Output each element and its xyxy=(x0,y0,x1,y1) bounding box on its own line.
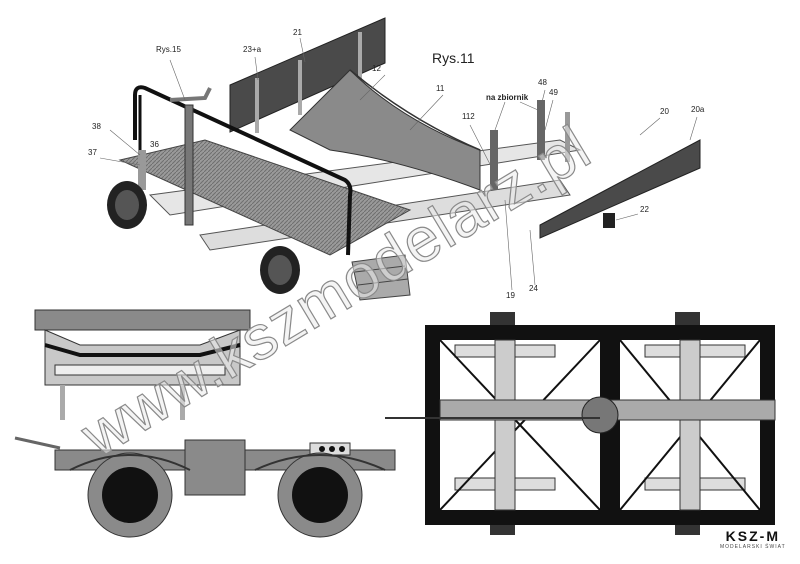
label-22: 22 xyxy=(640,205,649,214)
end-wall-panel xyxy=(539,139,701,239)
figure-title: Rys.11 xyxy=(432,50,475,66)
bogie-top-view xyxy=(34,309,251,420)
logo-subtitle: MODELARSKI ŚWIAT xyxy=(720,544,786,550)
iso-assembly xyxy=(99,17,701,301)
wall-post xyxy=(298,60,302,115)
tank-cradle xyxy=(289,69,481,191)
label-12: 12 xyxy=(372,64,381,73)
brake-column xyxy=(184,104,194,226)
label-48: 48 xyxy=(538,78,547,87)
label-112: 112 xyxy=(462,112,475,121)
wall-post xyxy=(358,32,362,82)
side-wall-panel xyxy=(229,17,386,133)
label-24: 24 xyxy=(529,284,538,293)
label-20a: 20a xyxy=(691,105,705,114)
tank-strap xyxy=(490,130,498,190)
brake-wheel xyxy=(169,87,212,102)
logo-name: KSZ-M xyxy=(725,528,780,544)
wall-post xyxy=(255,78,259,133)
ksz-logo: KSZ-M MODELARSKI ŚWIAT xyxy=(720,528,786,550)
leader-lines xyxy=(99,37,698,291)
label-11: 11 xyxy=(436,84,445,93)
label-20: 20 xyxy=(660,107,669,116)
bogie-plan-view xyxy=(385,312,776,535)
post xyxy=(565,112,570,162)
label-36: 36 xyxy=(150,140,159,149)
part-22 xyxy=(603,213,615,228)
tank-strap xyxy=(537,100,545,160)
label-38: 38 xyxy=(92,122,101,131)
label-49: 49 xyxy=(549,88,558,97)
handrail xyxy=(133,85,353,256)
step-ladder xyxy=(351,254,411,301)
label-37: 37 xyxy=(88,148,97,157)
post-36 xyxy=(138,150,146,190)
label-21: 21 xyxy=(293,28,302,37)
label-19: 19 xyxy=(506,291,515,300)
label-rys15: Rys.15 xyxy=(156,45,181,54)
label-23a: 23+a xyxy=(243,45,262,54)
label-na-zbiornik: na zbiornik xyxy=(486,93,529,102)
bogie-side-view xyxy=(14,436,396,538)
